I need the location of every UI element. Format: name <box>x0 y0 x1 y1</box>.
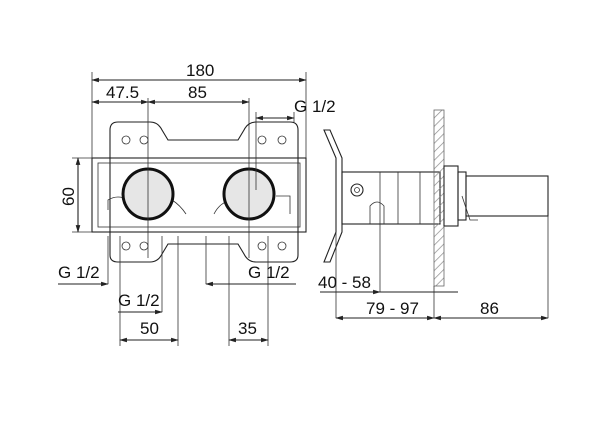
label-thread-bottom-center: G 1/2 <box>118 291 160 310</box>
label-left-offset: 47.5 <box>106 83 139 102</box>
label-center-spacing: 85 <box>188 83 207 102</box>
side-body <box>341 171 441 225</box>
side-view <box>323 109 549 318</box>
front-view <box>72 72 307 346</box>
side-dimensions <box>320 289 549 321</box>
spout-pipe <box>465 175 549 217</box>
valve-body <box>91 157 307 233</box>
label-overall-width: 180 <box>186 61 214 80</box>
label-projection: 86 <box>480 299 499 318</box>
label-thread-bottom-right: G 1/2 <box>248 263 290 282</box>
label-wall-range: 79 - 97 <box>366 299 419 318</box>
wall <box>433 109 445 287</box>
label-thread-top-right: G 1/2 <box>294 97 336 116</box>
label-dim-35: 35 <box>238 319 257 338</box>
label-thread-bottom-left: G 1/2 <box>58 263 100 282</box>
bracket-holes <box>121 135 287 251</box>
label-height: 60 <box>59 187 78 206</box>
label-dim-50: 50 <box>140 319 159 338</box>
front-dimensions <box>58 77 307 343</box>
label-depth-range: 40 - 58 <box>318 273 371 292</box>
